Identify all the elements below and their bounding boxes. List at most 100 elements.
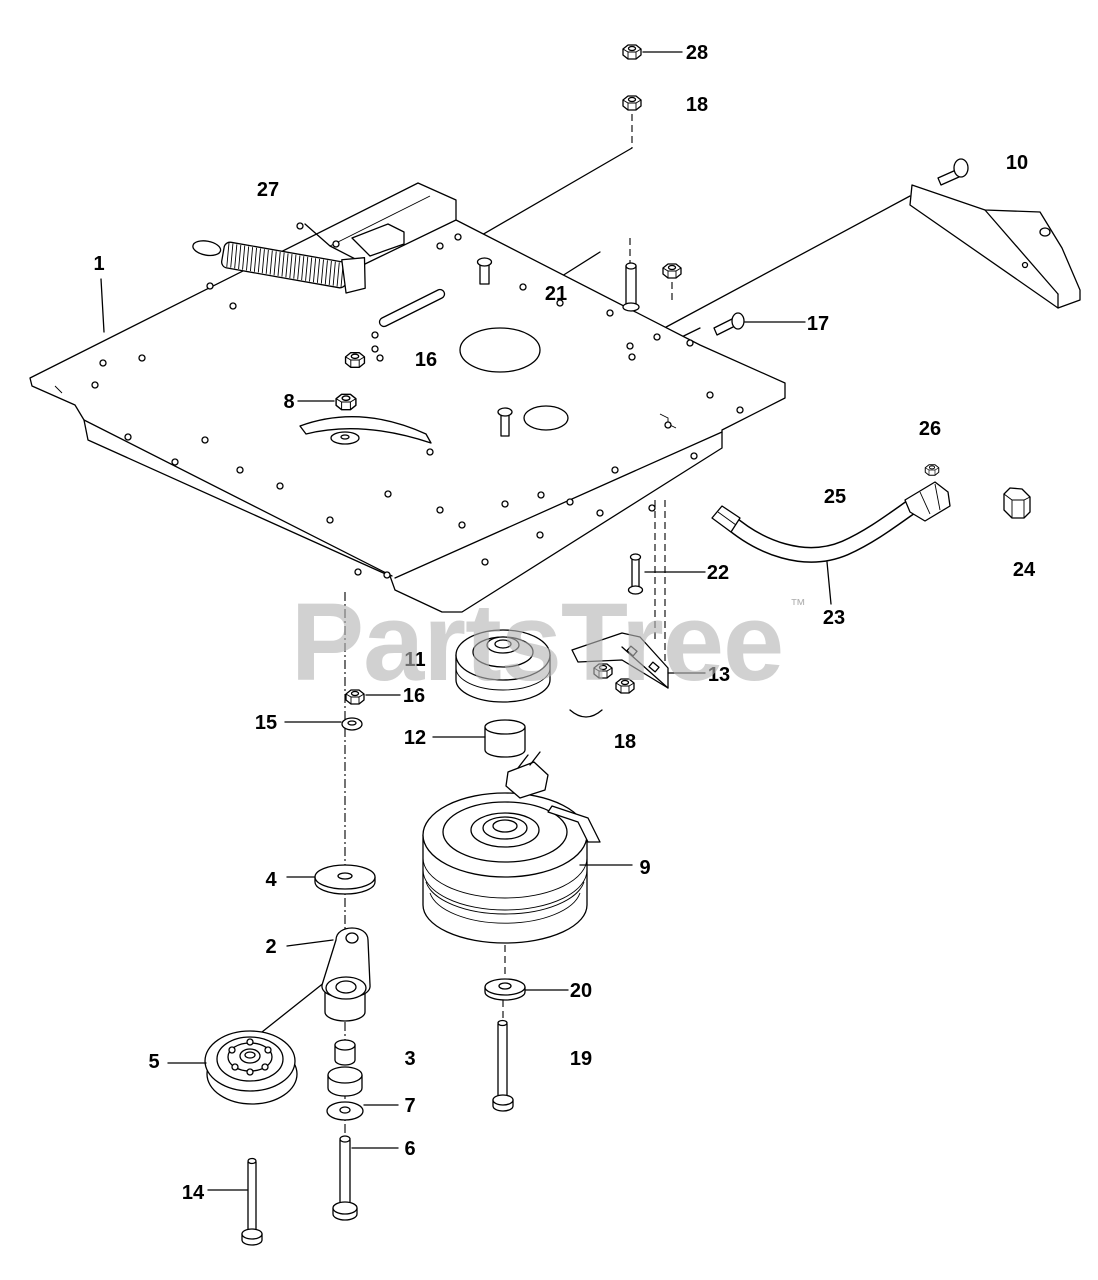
mounting-hole	[648, 504, 656, 512]
mounting-hole	[454, 233, 462, 241]
mounting-hole	[171, 458, 179, 466]
part-23-tube	[711, 481, 951, 563]
mounting-hole	[376, 354, 384, 362]
mounting-hole	[436, 242, 444, 250]
part-19-bolt	[492, 1019, 514, 1112]
mounting-hole	[138, 354, 146, 362]
mounting-hole	[606, 309, 614, 317]
callout-19: 19	[570, 1048, 592, 1070]
adjust-slot	[378, 288, 446, 328]
tube-fitting-right	[904, 481, 951, 522]
mounting-hole	[354, 568, 362, 576]
callout-14: 14	[182, 1182, 205, 1204]
part-26-nut	[924, 464, 940, 476]
callout-25: 25	[824, 486, 846, 508]
mounting-hole	[458, 521, 466, 529]
mounting-hole	[653, 333, 661, 341]
large-opening	[459, 327, 541, 373]
mounting-hole	[566, 498, 574, 506]
callout-8: 8	[283, 391, 294, 413]
part-10-bolt	[937, 158, 969, 186]
callout-28: 28	[686, 42, 708, 64]
plate-fold-right	[394, 431, 723, 579]
part-27-spring	[192, 240, 366, 294]
mounting-hole	[501, 500, 509, 508]
mounting-hole	[124, 433, 132, 441]
mounting-hole	[236, 466, 244, 474]
callout-16-top: 16	[415, 349, 437, 371]
part-8-arc-plate	[299, 393, 432, 445]
part-6-bolt	[332, 1135, 358, 1221]
mounting-hole	[384, 490, 392, 498]
mounting-hole	[99, 359, 107, 367]
callout-24: 24	[1013, 559, 1036, 581]
part-3-spacer	[327, 1039, 363, 1097]
part-18-nut-upper	[622, 95, 642, 111]
mounting-hole	[556, 299, 564, 307]
callout-4: 4	[265, 869, 277, 891]
retainer-clip	[569, 709, 603, 718]
callout-23: 23	[823, 607, 845, 629]
mounting-hole	[276, 482, 284, 490]
callout-9: 9	[639, 857, 650, 879]
part-7-washer	[326, 1101, 364, 1121]
mounting-hole	[537, 491, 545, 499]
part-14-bolt	[241, 1157, 263, 1246]
mounting-hole	[596, 509, 604, 517]
watermark-brand: PartsTree	[291, 581, 783, 704]
plate-outline	[29, 182, 786, 613]
plate-stud-bolt-lower	[497, 407, 513, 437]
mounting-hole	[91, 381, 99, 389]
mounting-hole	[664, 421, 672, 429]
callout-3: 3	[404, 1048, 415, 1070]
mounting-hole	[536, 531, 544, 539]
mounting-hole	[481, 558, 489, 566]
mounting-hole	[332, 240, 340, 248]
callout-1: 1	[93, 253, 104, 275]
callout-6: 6	[404, 1138, 415, 1160]
part-16-nut-upper	[344, 351, 366, 369]
mounting-hole	[426, 448, 434, 456]
plate-fold-left	[83, 419, 393, 577]
part-21-pin	[622, 262, 640, 312]
callout-12: 12	[404, 727, 426, 749]
callout-10: 10	[1006, 152, 1028, 174]
spring-coil	[226, 242, 344, 288]
mounting-hole	[326, 516, 334, 524]
mounting-hole	[383, 571, 391, 579]
part-5-pulley	[204, 1030, 298, 1105]
part-12-bushing	[484, 719, 526, 758]
mounting-hole	[736, 406, 744, 414]
watermark-trademark: ™	[790, 597, 806, 614]
callout-18-lower: 18	[614, 731, 636, 753]
part-21-nut	[662, 263, 682, 279]
part-17-bolt	[713, 312, 745, 336]
mounting-hole	[371, 345, 379, 353]
callout-13: 13	[708, 664, 730, 686]
part-22-bolt	[627, 553, 644, 595]
spring-hook-left	[192, 240, 222, 257]
callout-16-lower: 16	[403, 685, 425, 707]
mounting-hole	[206, 282, 214, 290]
part-13-bracket	[571, 632, 669, 689]
mounting-hole	[686, 339, 694, 347]
part-20-washer	[484, 978, 526, 1001]
callout-15: 15	[255, 712, 277, 734]
mounting-hole	[229, 302, 237, 310]
watermark: PartsTree ™	[291, 581, 806, 704]
part-8-nut	[335, 393, 357, 411]
clutch-connector	[505, 761, 549, 799]
part-2-idler-arm	[321, 927, 371, 1022]
mounting-hole	[201, 436, 209, 444]
mounting-hole	[436, 506, 444, 514]
callout-17: 17	[807, 313, 829, 335]
callout-11: 11	[404, 649, 425, 671]
callout-7: 7	[404, 1095, 415, 1117]
plate-stud-bolt	[476, 257, 493, 285]
spring-hook-right	[341, 257, 366, 294]
mounting-hole	[706, 391, 714, 399]
callout-leaders	[100, 51, 832, 1191]
callout-21: 21	[545, 283, 567, 305]
mounting-hole	[611, 466, 619, 474]
